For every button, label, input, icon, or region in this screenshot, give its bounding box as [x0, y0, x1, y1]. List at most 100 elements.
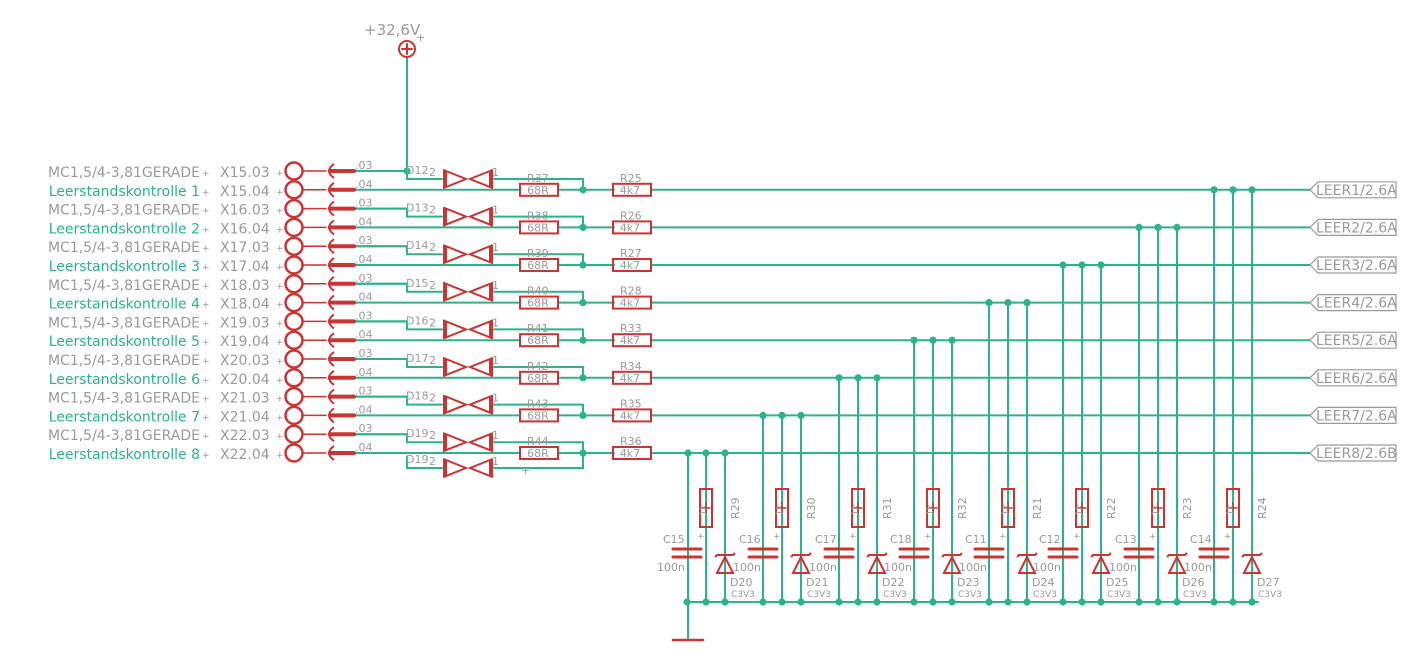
capacitor-plus-sign: +: [924, 532, 932, 542]
pin-plus-sign: +: [202, 432, 210, 442]
channel-label: Leerstandskontrolle 1: [49, 184, 200, 200]
connector-pin: [284, 443, 304, 463]
zener-ref: D21: [806, 576, 828, 589]
diode-pin-right: 1: [492, 316, 499, 329]
junction-dot: [854, 598, 862, 606]
zener-diode: [867, 554, 887, 574]
resistor-68r-ref: R42: [527, 360, 549, 373]
resistor-68r: [519, 333, 559, 348]
pin-plus-sign: +: [276, 376, 284, 386]
zener-diode: [791, 554, 811, 574]
extra-plus-sign: +: [521, 464, 530, 477]
diode-pin-right: 1: [492, 429, 499, 442]
net-label-flag: [1309, 406, 1397, 424]
junction-dot: [985, 598, 993, 606]
diode-ref: D16: [406, 314, 428, 327]
resistor-4k7-ref: R28: [620, 285, 642, 298]
resistor-4k7: [612, 295, 652, 310]
diode-pin-left: 2: [429, 392, 436, 405]
zener-value: C3V3: [1107, 590, 1131, 600]
channel-label: Leerstandskontrolle 2: [49, 221, 200, 237]
extra-diode-arrow-b: [467, 458, 491, 478]
diode-arrow-a: [445, 244, 469, 264]
resistor-4k7-ref: R27: [620, 247, 642, 260]
pin-plus-sign: +: [276, 357, 284, 367]
capacitor-ref: C15: [663, 533, 685, 546]
net-label-flag: [1309, 218, 1397, 236]
zener-ref: D27: [1257, 576, 1279, 589]
capacitor-value: 100n: [809, 561, 837, 574]
pin-plus-sign: +: [202, 395, 210, 405]
pin-x04: X16.04: [220, 221, 270, 237]
junction-dot: [579, 374, 587, 382]
resistor-vertical-ref: R21: [1031, 497, 1044, 519]
resistor-68r-value: 68R: [527, 221, 549, 234]
pin-plus-sign: +: [202, 319, 210, 329]
connector-pin: [284, 349, 304, 369]
diode-arrow-b: [467, 319, 491, 339]
capacitor-value: 100n: [657, 561, 685, 574]
resistor-vertical-value: 1k: [1151, 504, 1161, 516]
pin-suffix-04: .04: [355, 215, 373, 228]
resistor-vertical-value: 1k: [1226, 504, 1236, 516]
resistor-4k7-ref: R26: [620, 209, 642, 222]
diode-pin-right: 1: [492, 392, 499, 405]
resistor-68r-value: 68R: [527, 447, 549, 460]
connector-pin: [284, 180, 304, 200]
pin-plus-sign: +: [276, 282, 284, 292]
diode-ref: D18: [406, 390, 428, 403]
zener-bar: [790, 552, 812, 558]
zener-value: C3V3: [883, 590, 907, 600]
resistor-4k7-value: 4k7: [620, 259, 640, 272]
pin-suffix-03: .03: [355, 385, 373, 398]
resistor-vertical: [775, 488, 789, 528]
connector-pin: [284, 292, 304, 313]
pin-x04: X15.04: [220, 184, 270, 200]
resistor-vertical-value: 1k: [1001, 504, 1011, 516]
pin-x04: X20.04: [220, 372, 270, 388]
diode-pin-right: 1: [492, 279, 499, 292]
pin-plus-sign: +: [276, 338, 284, 348]
capacitor-plus-sign: +: [697, 532, 705, 542]
pin-suffix-04: .04: [355, 366, 373, 379]
resistor-4k7-value: 4k7: [620, 447, 640, 460]
junction-dot: [1154, 598, 1162, 606]
pin-suffix-03: .03: [355, 347, 373, 360]
diode-ref: D19: [406, 427, 428, 440]
diode-ref: D14: [406, 239, 428, 252]
resistor-4k7-ref: R25: [620, 172, 642, 185]
resistor-68r: [519, 370, 559, 385]
diode-pin-left: 2: [429, 166, 436, 179]
connector-name: MC1,5/4-3,81GERADE: [48, 428, 200, 444]
resistor-68r-ref: R39: [527, 247, 549, 260]
resistor-4k7: [612, 408, 652, 423]
junction-dot: [702, 598, 710, 606]
diode-arrow-a: [445, 432, 469, 452]
pin-suffix-03: .03: [355, 159, 373, 172]
resistor-68r-value: 68R: [527, 297, 549, 310]
net-label: LEER6/2.6A: [1316, 371, 1397, 387]
junction-dot: [1135, 598, 1143, 606]
connector-pin: [284, 236, 304, 256]
pin-x03: X21.03: [220, 391, 270, 407]
zener-bar: [714, 552, 736, 558]
resistor-68r: [519, 258, 559, 272]
zener-ref: D25: [1106, 576, 1128, 589]
supply-label: +32,6V: [364, 21, 421, 39]
connector-name: MC1,5/4-3,81GERADE: [48, 278, 200, 294]
diode-pin-left: 2: [429, 354, 436, 367]
resistor-vertical-ref: R30: [805, 497, 818, 519]
channel-label: Leerstandskontrolle 4: [49, 297, 200, 313]
pin-plus-sign: +: [276, 244, 284, 254]
zener-diode: [1017, 554, 1037, 574]
pin-x03: X22.03: [220, 428, 270, 444]
resistor-vertical: [926, 488, 940, 528]
diode-ref: D13: [406, 202, 428, 215]
diode-arrow-a: [445, 282, 469, 302]
connector-pin: [284, 330, 304, 350]
resistor-vertical: [699, 488, 713, 528]
resistor-4k7: [612, 370, 652, 385]
capacitor-plus-sign: +: [1149, 532, 1157, 542]
capacitor-plus-sign: +: [773, 532, 781, 542]
resistor-4k7: [612, 220, 652, 235]
